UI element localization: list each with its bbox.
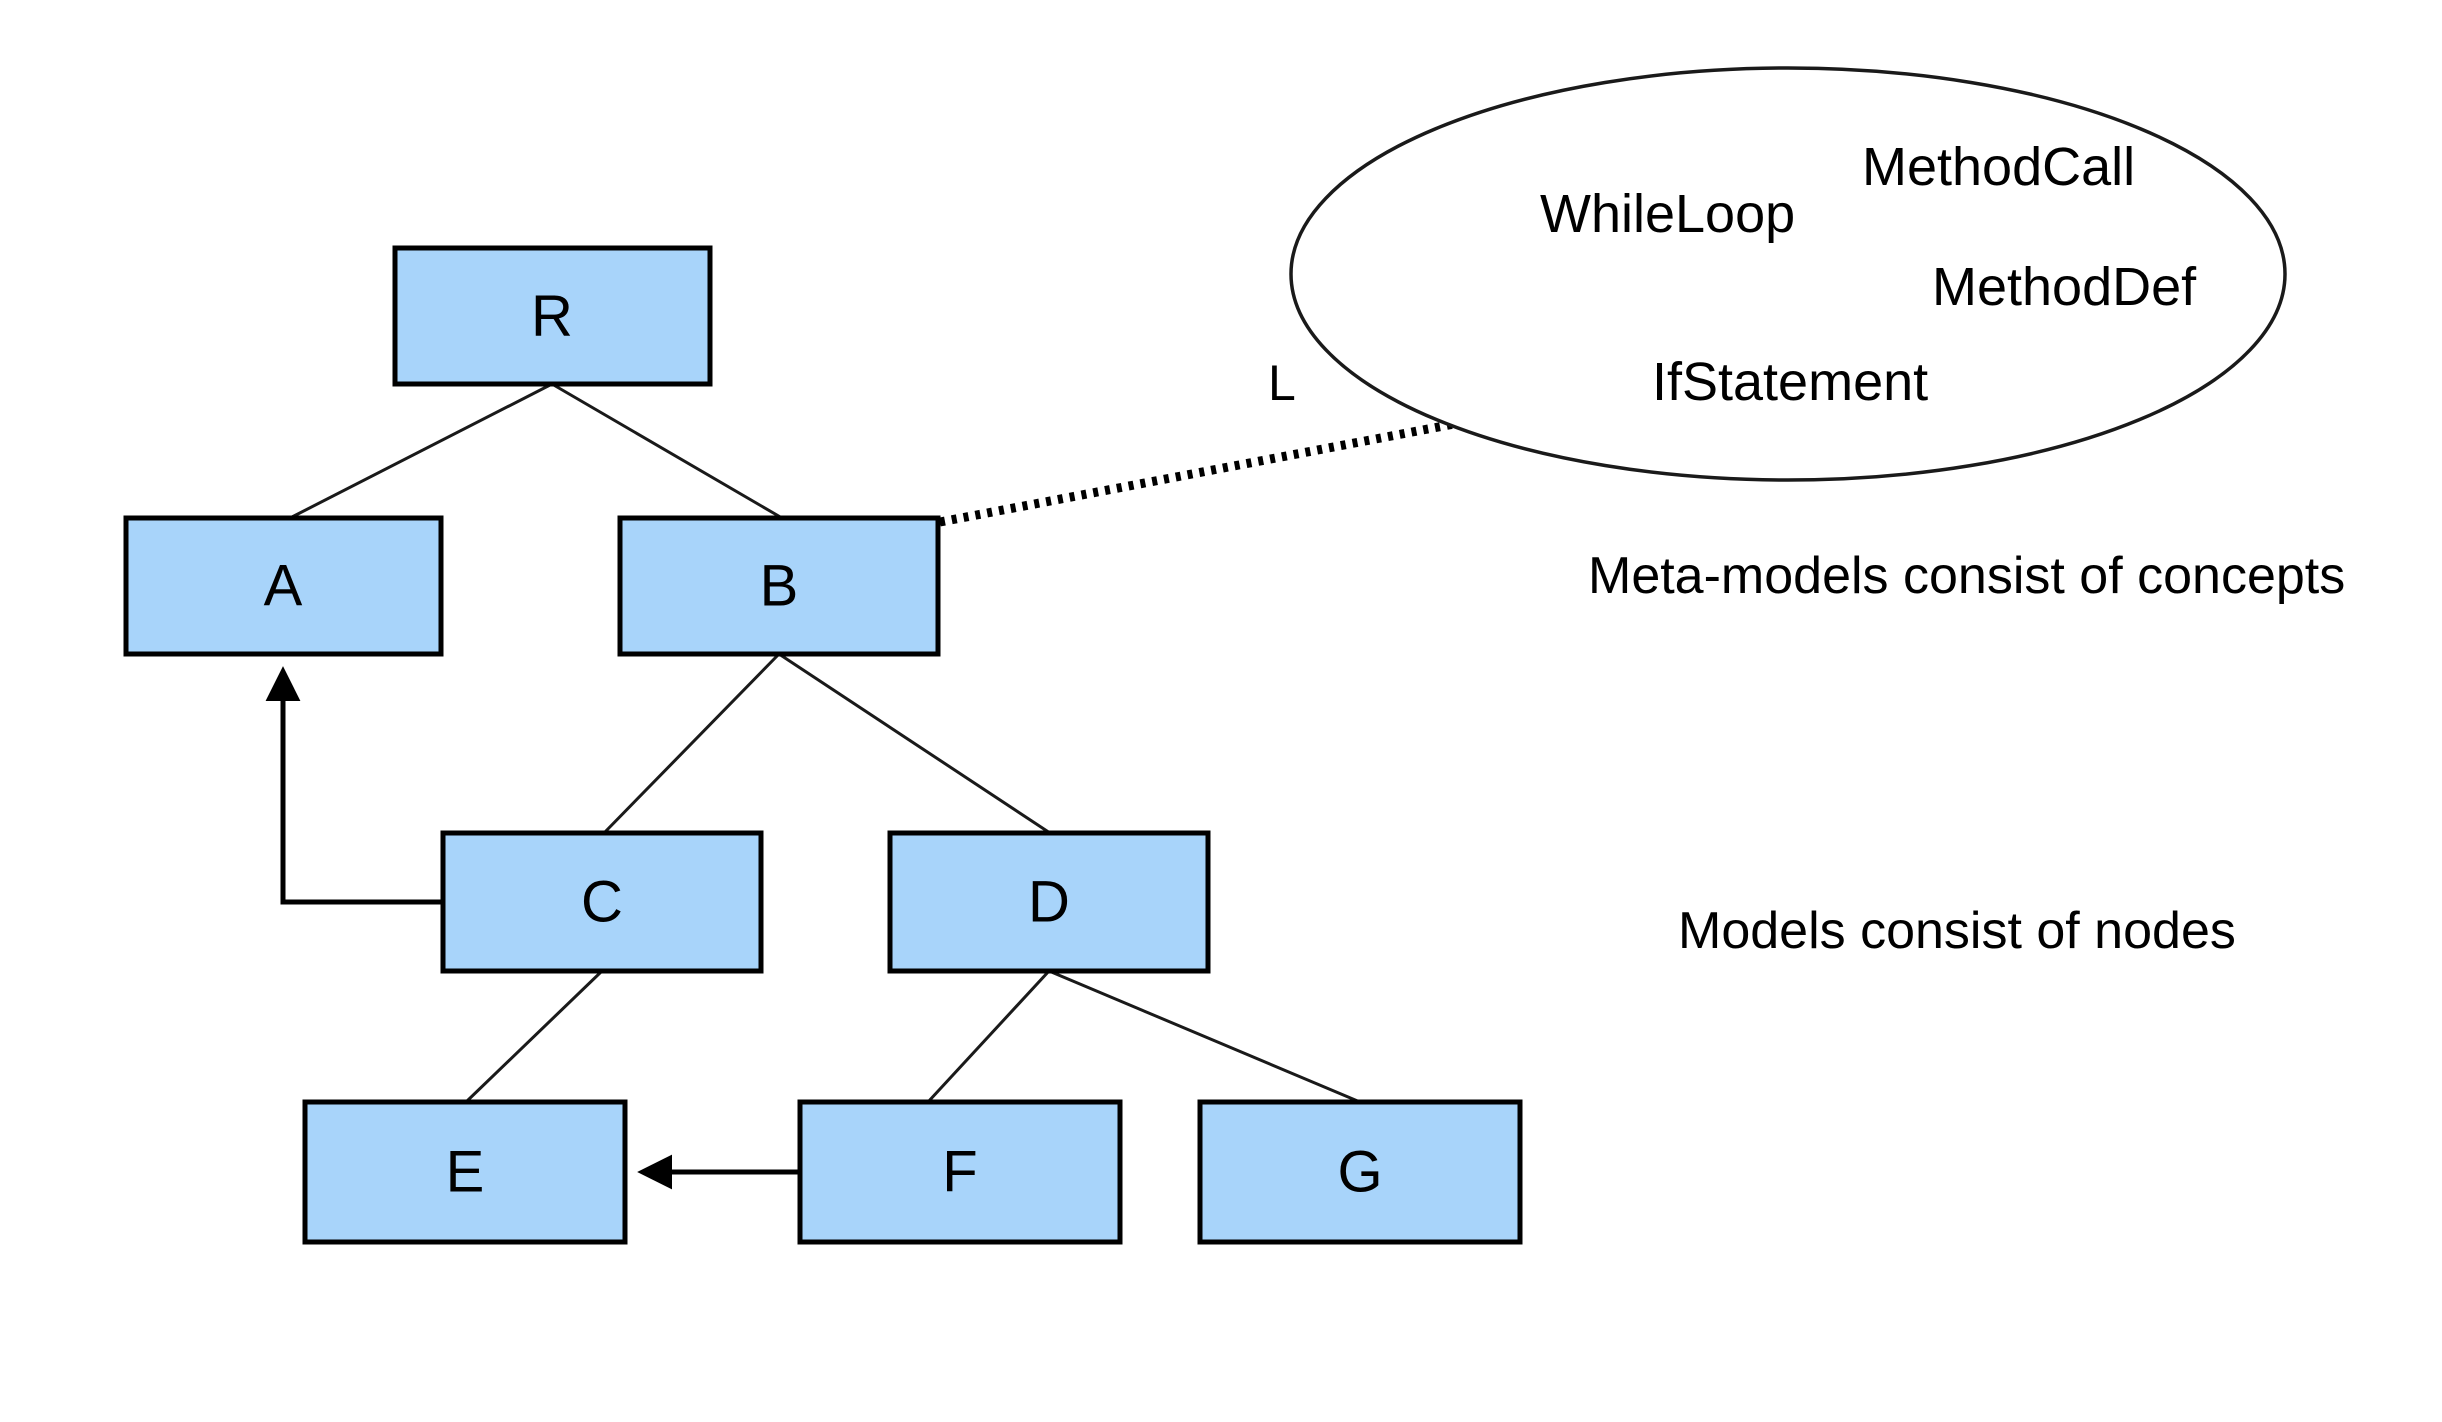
edge-b-to-c bbox=[602, 652, 781, 835]
node-e-label: E bbox=[446, 1139, 485, 1204]
edge-c-to-e bbox=[464, 969, 604, 1104]
node-c[interactable]: C bbox=[440, 830, 764, 974]
node-f-label: F bbox=[942, 1139, 977, 1204]
node-g-label: G bbox=[1337, 1139, 1382, 1204]
node-c-box[interactable] bbox=[440, 830, 764, 974]
concept-whileloop-label: WhileLoop bbox=[1540, 184, 1795, 244]
caption-group: Meta-models consist of concepts Models c… bbox=[1588, 547, 2345, 960]
node-c-label: C bbox=[581, 869, 623, 934]
edge-d-to-g bbox=[1048, 969, 1361, 1104]
concept-methodcall-label: MethodCall bbox=[1862, 137, 2135, 197]
node-a-label: A bbox=[264, 553, 303, 618]
node-f-box[interactable] bbox=[797, 1099, 1123, 1245]
concept-methoddef-label: MethodDef bbox=[1932, 257, 2197, 317]
caption-models: Models consist of nodes bbox=[1678, 902, 2236, 960]
node-g-box[interactable] bbox=[1197, 1099, 1523, 1245]
metamodel-ellipse bbox=[1289, 66, 2287, 482]
edge-r-to-a bbox=[289, 382, 553, 520]
edge-r-to-b bbox=[551, 382, 783, 520]
edge-b-to-d bbox=[778, 652, 1051, 835]
node-r-label: R bbox=[531, 283, 573, 348]
node-r-box[interactable] bbox=[392, 245, 713, 387]
node-b[interactable]: B bbox=[617, 515, 941, 657]
node-a-box[interactable] bbox=[123, 515, 444, 657]
node-e-box[interactable] bbox=[302, 1099, 628, 1245]
node-b-label: B bbox=[760, 553, 799, 618]
containment-edge-group bbox=[289, 382, 1361, 1104]
conformance-edge-label: L bbox=[1268, 355, 1296, 411]
caption-metamodels: Meta-models consist of concepts bbox=[1588, 547, 2345, 605]
concept-ifstatement-label: IfStatement bbox=[1652, 352, 1928, 412]
node-r[interactable]: R bbox=[392, 245, 713, 387]
reference-edge-group bbox=[265, 666, 800, 1190]
node-group: R A B C D E bbox=[123, 245, 1523, 1245]
node-d[interactable]: D bbox=[887, 830, 1211, 974]
edge-c-to-a-reference bbox=[265, 666, 443, 905]
edge-d-to-f bbox=[926, 969, 1051, 1104]
node-d-box[interactable] bbox=[887, 830, 1211, 974]
node-b-box[interactable] bbox=[617, 515, 941, 657]
node-g[interactable]: G bbox=[1197, 1099, 1523, 1245]
node-e[interactable]: E bbox=[302, 1099, 628, 1245]
node-d-label: D bbox=[1028, 869, 1070, 934]
concept-label-group: MethodCall WhileLoop MethodDef IfStateme… bbox=[1540, 137, 2197, 412]
node-a[interactable]: A bbox=[123, 515, 444, 657]
node-f[interactable]: F bbox=[797, 1099, 1123, 1245]
